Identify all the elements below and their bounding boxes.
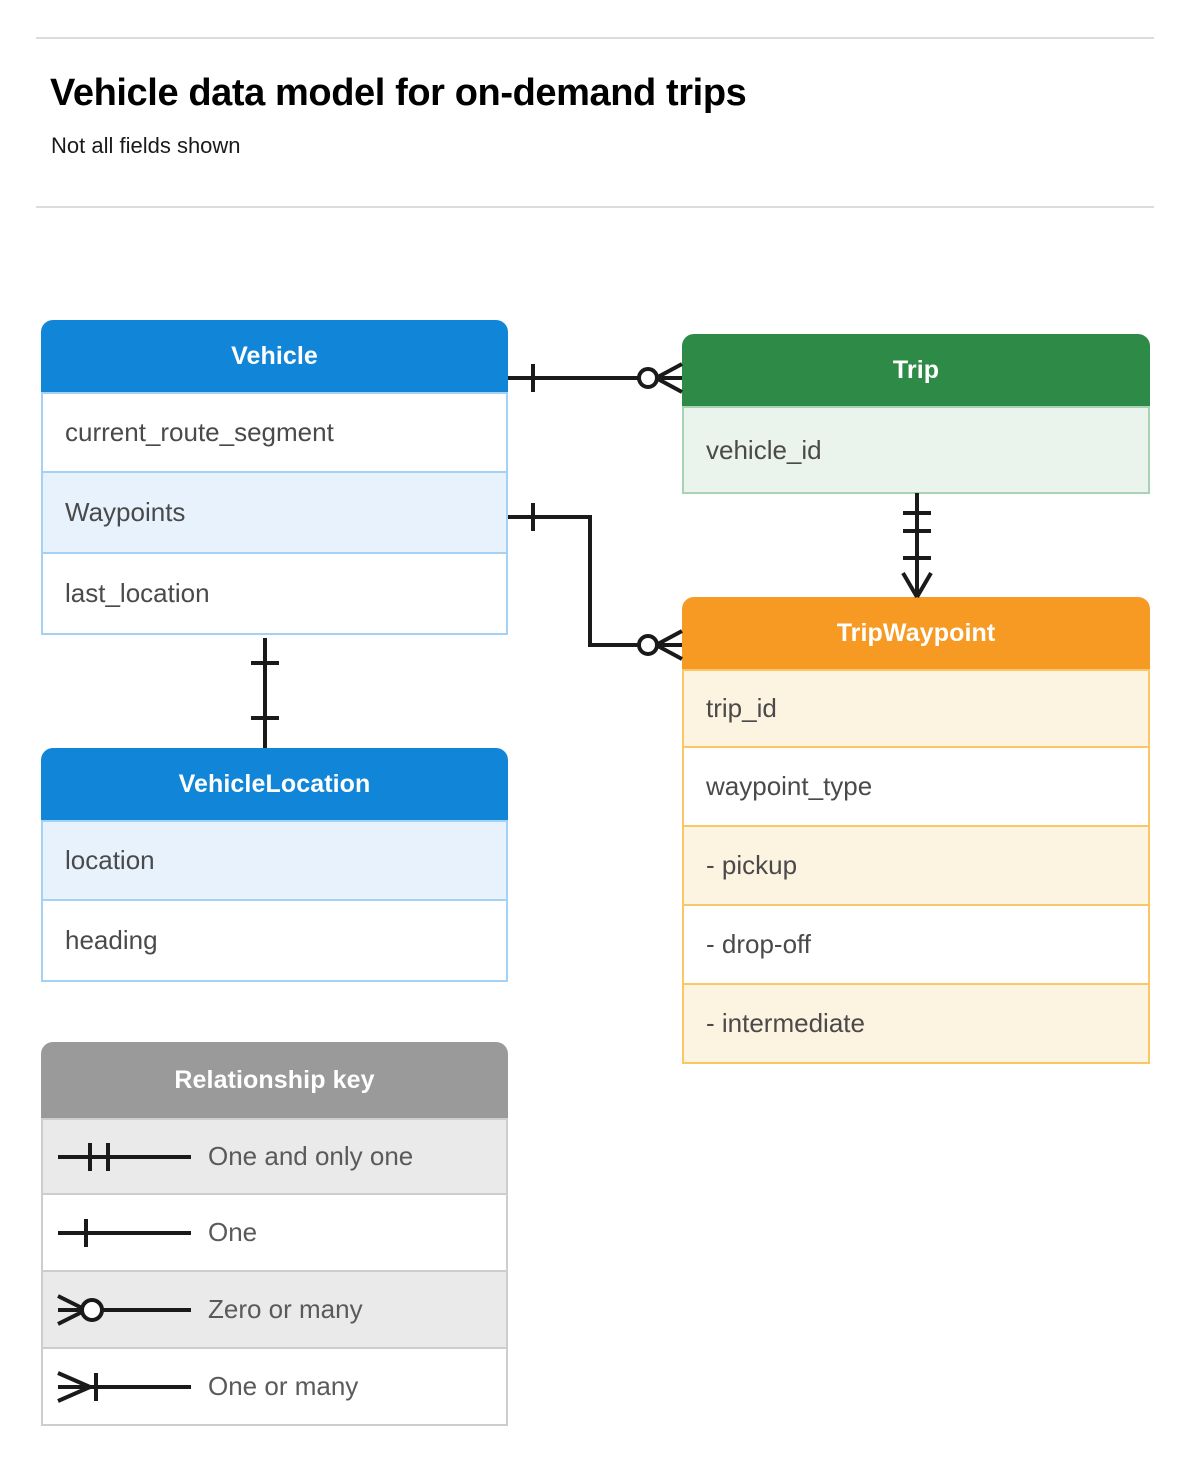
legend-row-zero-or-many: Zero or many bbox=[41, 1272, 508, 1349]
entity-vehicle-field-last-location[interactable]: last_location bbox=[41, 554, 508, 635]
legend-label-zero-or-many: Zero or many bbox=[208, 1294, 363, 1324]
legend-title: Relationship key bbox=[41, 1042, 508, 1118]
entity-trip-field-vehicle-id[interactable]: vehicle_id bbox=[682, 406, 1150, 494]
legend-row-one-and-only-one: One and only one bbox=[41, 1118, 508, 1195]
entity-vehiclelocation-field-location[interactable]: location bbox=[41, 820, 508, 901]
relationship-key-legend: Relationship key One and only one One bbox=[41, 1042, 508, 1426]
one-or-many-icon bbox=[43, 1367, 208, 1407]
entity-tripwaypoint-value-intermediate[interactable]: - intermediate bbox=[682, 985, 1150, 1064]
top-divider bbox=[36, 37, 1154, 39]
entity-tripwaypoint-title: TripWaypoint bbox=[682, 597, 1150, 669]
entity-vehiclelocation-field-heading[interactable]: heading bbox=[41, 901, 508, 982]
connector-waypoints-tripwaypoint bbox=[508, 503, 683, 661]
entity-vehicle-field-current-route-segment[interactable]: current_route_segment bbox=[41, 392, 508, 473]
connector-vehicle-trip bbox=[508, 362, 683, 394]
entity-vehicle-field-waypoints[interactable]: Waypoints bbox=[41, 473, 508, 554]
one-icon bbox=[43, 1213, 208, 1253]
connector-vehicle-vehiclelocation bbox=[251, 638, 279, 748]
entity-vehiclelocation-title: VehicleLocation bbox=[41, 748, 508, 820]
one-and-only-one-icon bbox=[43, 1137, 208, 1177]
page-subtitle: Not all fields shown bbox=[51, 133, 241, 158]
bottom-divider bbox=[36, 206, 1154, 208]
connector-trip-tripwaypoint bbox=[901, 493, 933, 599]
entity-trip[interactable]: Trip vehicle_id bbox=[682, 334, 1150, 494]
entity-tripwaypoint-field-waypoint-type[interactable]: waypoint_type bbox=[682, 748, 1150, 827]
legend-label-one-and-only-one: One and only one bbox=[208, 1141, 414, 1171]
legend-row-one-or-many: One or many bbox=[41, 1349, 508, 1426]
entity-vehicle[interactable]: Vehicle current_route_segment Waypoints … bbox=[41, 320, 508, 635]
entity-trip-title: Trip bbox=[682, 334, 1150, 406]
legend-label-one: One bbox=[208, 1217, 258, 1247]
entity-tripwaypoint-value-pickup[interactable]: - pickup bbox=[682, 827, 1150, 906]
entity-tripwaypoint[interactable]: TripWaypoint trip_id waypoint_type - pic… bbox=[682, 597, 1150, 1064]
entity-tripwaypoint-value-drop-off[interactable]: - drop-off bbox=[682, 906, 1150, 985]
entity-vehicle-title: Vehicle bbox=[41, 320, 508, 392]
legend-row-one: One bbox=[41, 1195, 508, 1272]
page-title: Vehicle data model for on-demand trips bbox=[50, 72, 747, 114]
entity-vehiclelocation[interactable]: VehicleLocation location heading bbox=[41, 748, 508, 982]
zero-or-many-icon bbox=[43, 1290, 208, 1330]
legend-label-one-or-many: One or many bbox=[208, 1371, 359, 1401]
entity-tripwaypoint-field-trip-id[interactable]: trip_id bbox=[682, 669, 1150, 748]
